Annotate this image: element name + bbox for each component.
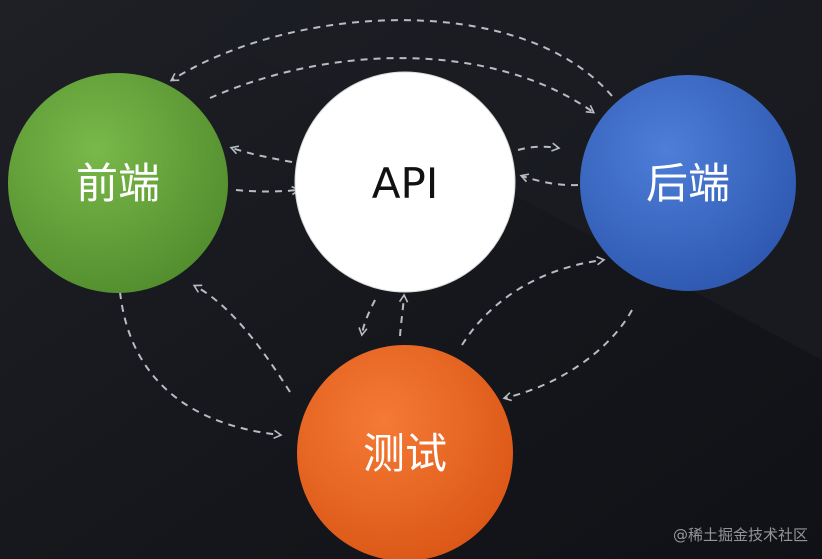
node-api-label: API: [372, 159, 438, 208]
watermark: @稀土掘金技术社区: [672, 526, 808, 544]
connector-api-to-testing: [358, 299, 376, 337]
connector-testing-to-api: [398, 293, 409, 337]
node-testing: 测试: [297, 345, 513, 559]
node-api: API: [294, 71, 516, 293]
node-frontend: 前端: [8, 73, 228, 293]
connector-api-to-backend: [517, 142, 561, 152]
node-backend-label: 后端: [646, 159, 730, 208]
node-frontend-label: 前端: [76, 159, 160, 208]
connector-testing-to-backend: [461, 256, 606, 346]
connector-api-to-frontend: [229, 145, 293, 163]
connector-frontend-to-backend-inner: [209, 57, 596, 114]
connector-frontend-to-testing: [119, 291, 283, 440]
connector-testing-to-frontend: [192, 284, 291, 393]
connector-frontend-to-api: [235, 185, 301, 196]
node-backend: 后端: [580, 75, 796, 291]
connector-backend-to-api: [519, 173, 579, 187]
connector-backend-to-testing: [502, 309, 633, 402]
node-testing-label: 测试: [363, 429, 447, 478]
connector-backend-to-frontend-outer: [169, 19, 613, 97]
